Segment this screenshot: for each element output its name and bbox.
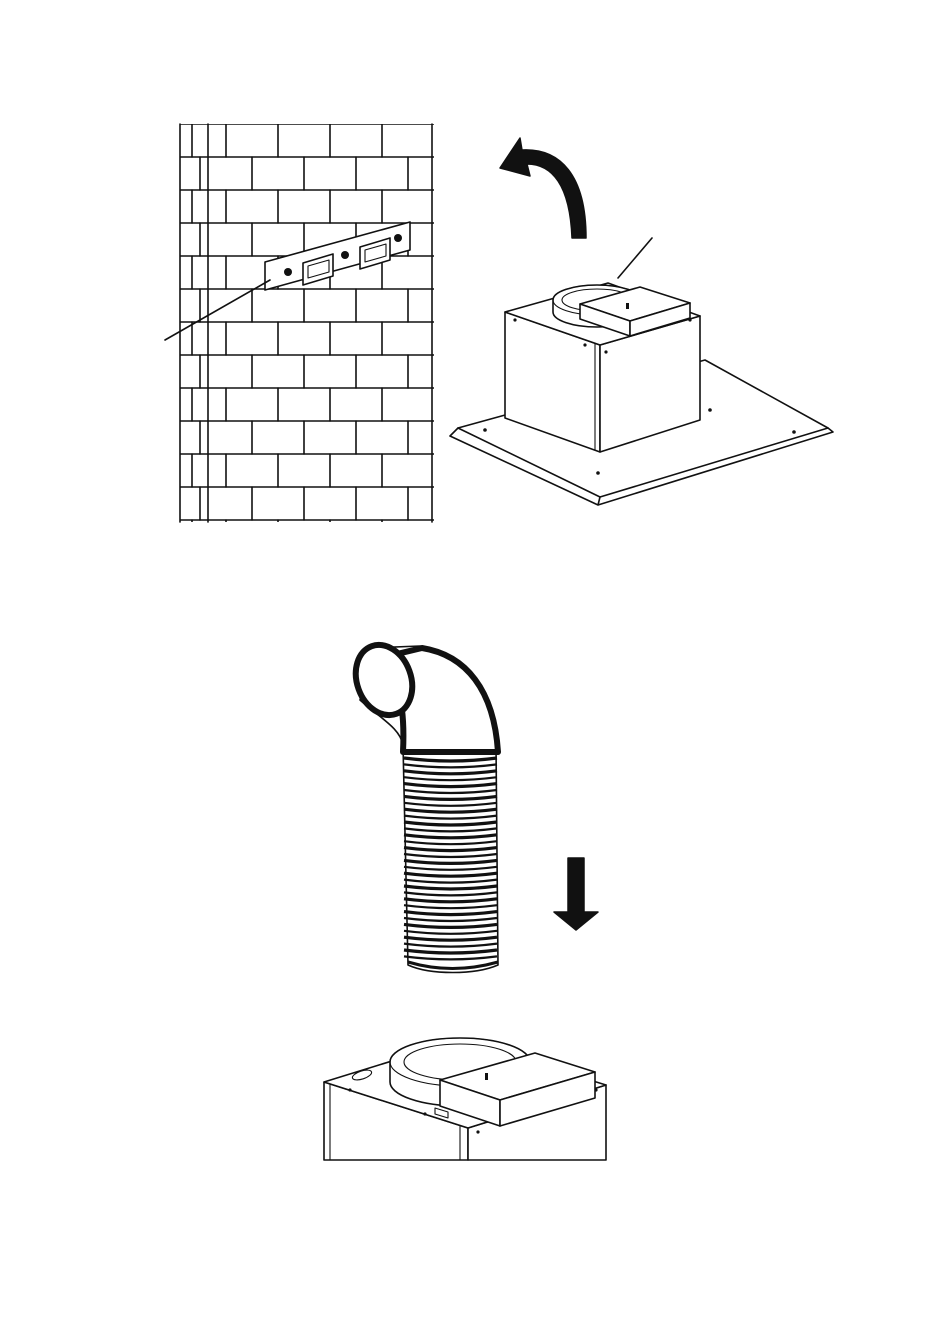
step-1-illustration <box>165 124 833 553</box>
brick-wall-side <box>180 124 208 553</box>
bracket-screw-hole <box>394 234 402 242</box>
hood-motor-housing <box>505 283 700 452</box>
duct-outlet-leader-line <box>618 238 652 278</box>
bracket-screw-hole <box>341 251 349 259</box>
wall-bracket <box>265 222 410 290</box>
flexible-duct <box>346 637 498 973</box>
hood-motor-housing-close-up <box>324 1038 606 1160</box>
brick-wall-front <box>180 124 434 553</box>
curved-rotate-arrow-icon <box>500 138 586 238</box>
step-2-illustration <box>324 637 606 1160</box>
brick-wall <box>180 124 434 553</box>
bracket-screw-hole <box>284 268 292 276</box>
down-arrow-icon <box>554 858 598 930</box>
